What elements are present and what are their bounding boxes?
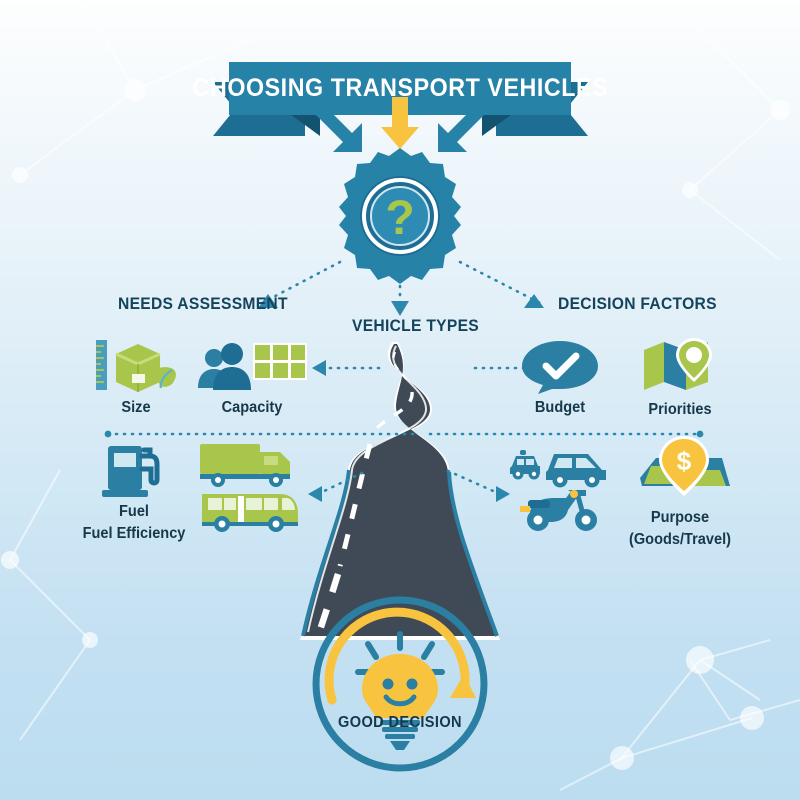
item-size: Size (88, 338, 184, 416)
section-label-vehicle-types: VEHICLE TYPES (352, 316, 480, 335)
title-banner: CHOOSING TRANSPORT VEHICLES (0, 30, 800, 136)
gear-question-icon: ? (330, 146, 470, 286)
speech-bubble-check-icon (522, 341, 598, 394)
bus-icon (202, 494, 298, 532)
item-label-purpose-line2: (Goods/Travel) (628, 531, 732, 549)
item-label-capacity: Capacity (221, 399, 283, 416)
section-label-needs-assessment: NEEDS ASSESSMENT (118, 294, 288, 313)
vehicle-group-truck-bus (196, 438, 306, 534)
item-fuel-efficiency: Fuel Fuel Efficiency (78, 440, 190, 543)
section-label-decision-factors: DECISION FACTORS (558, 294, 717, 313)
arrow-down-icon (381, 97, 419, 149)
lightbulb-smile-icon (312, 596, 488, 772)
map-pin-icon (644, 338, 712, 390)
question-mark-glyph: ? (385, 192, 414, 245)
item-budget: Budget (512, 338, 608, 416)
people-boxes-icon (198, 343, 307, 390)
arrow-left-icon (314, 104, 362, 152)
item-label-priorities: Priorities (648, 401, 712, 418)
map-dollar-pin-icon: $ (640, 436, 730, 496)
vehicle-group-cars-scooter (508, 440, 618, 536)
outcome-label: GOOD DECISION (338, 714, 462, 731)
outcome-good-decision: GOOD DECISION (296, 596, 504, 772)
item-purpose: $ Purpose (Goods/Travel) (618, 436, 742, 549)
item-label-size: Size (121, 399, 151, 416)
fuel-pump-icon (102, 446, 160, 497)
item-label-purpose-line1: Purpose (650, 509, 710, 526)
item-priorities: Priorities (628, 336, 732, 418)
item-capacity: Capacity (196, 338, 308, 416)
item-label-budget: Budget (534, 399, 586, 416)
car-icon (546, 454, 606, 488)
item-label-fuel-line1: Fuel (119, 503, 149, 520)
item-label-fuel-line2: Fuel Efficiency (82, 525, 186, 543)
truck-icon (200, 444, 290, 487)
svg-text:$: $ (677, 446, 692, 476)
arrow-right-icon (438, 104, 486, 152)
ruler-box-leaf-icon (96, 340, 176, 392)
scooter-icon (520, 490, 597, 531)
